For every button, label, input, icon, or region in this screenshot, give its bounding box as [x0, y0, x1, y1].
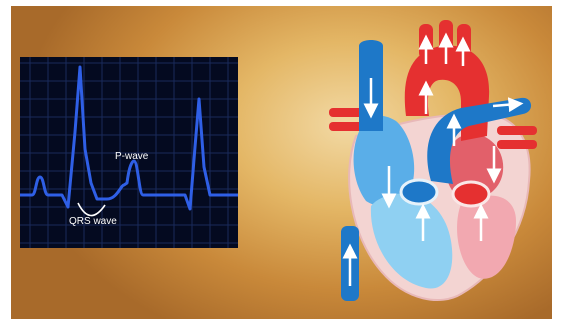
p-wave-label: P-wave	[115, 151, 148, 162]
pulmonary-vein-right-2	[497, 140, 537, 149]
video-slide: P-wave QRS wave	[11, 6, 552, 319]
ecg-panel: P-wave QRS wave	[20, 57, 238, 248]
qrs-bracket	[78, 203, 105, 216]
mitral-valve	[453, 182, 489, 206]
ecg-trace	[20, 67, 238, 209]
heart-diagram	[311, 16, 543, 316]
tricuspid-valve	[401, 180, 437, 204]
qrs-wave-label: QRS wave	[69, 216, 117, 227]
pulmonary-vein-right-1	[497, 126, 537, 135]
